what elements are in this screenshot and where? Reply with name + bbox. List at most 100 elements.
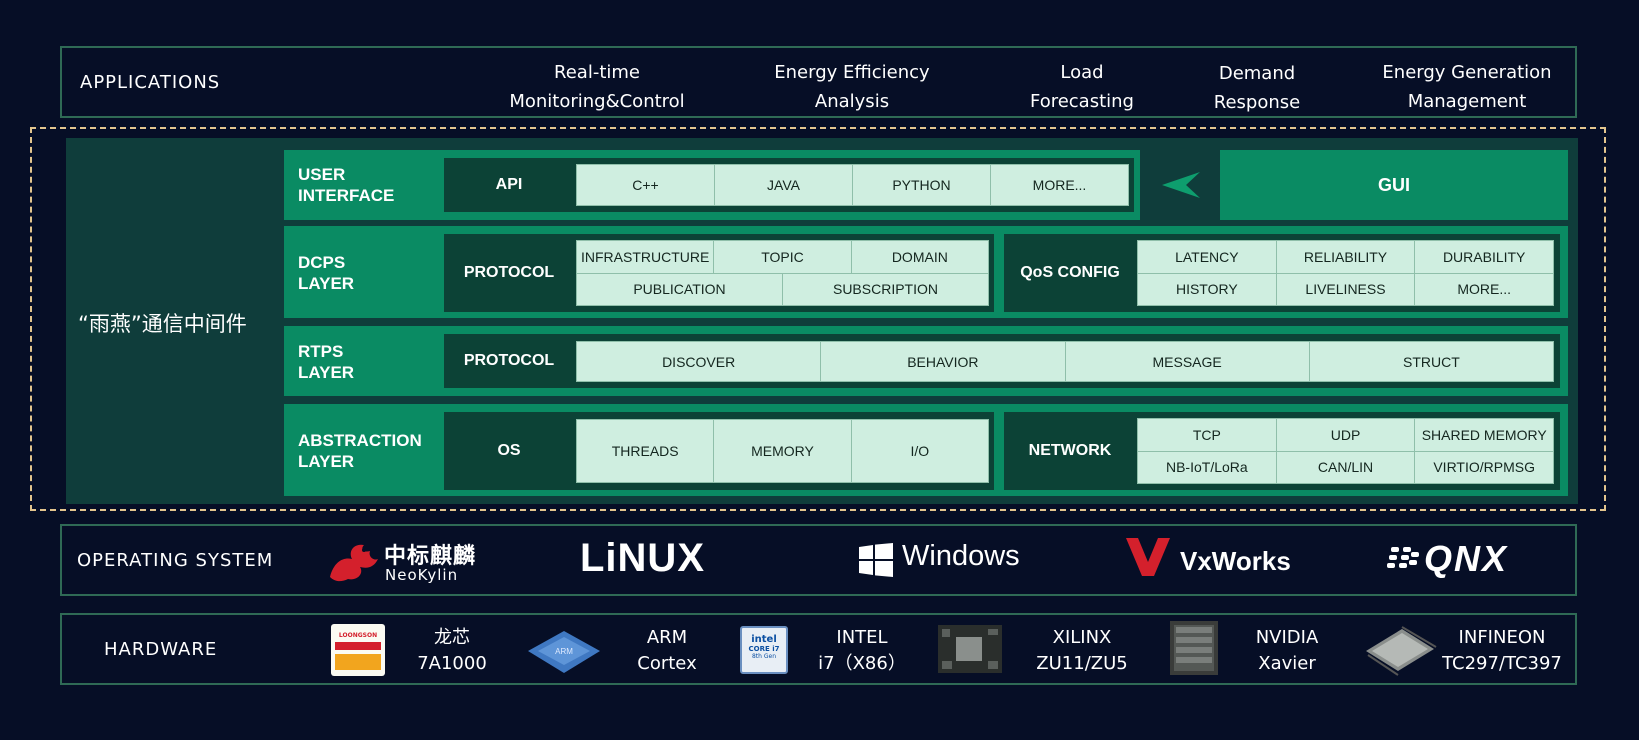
app-line: Load [1060,62,1104,83]
cell-publication: PUBLICATION [633,281,726,298]
dcps-protocol-cells: INFRASTRUCTURE TOPIC DOMAIN PUBLICATION … [576,240,989,306]
cell-history: HISTORY [1175,281,1238,298]
cell-message: MESSAGE [1064,342,1309,381]
os-label: OS [497,442,521,459]
cell-behavior: BEHAVIOR [820,342,1064,381]
gui-box: GUI [1220,150,1568,220]
app-line: Response [1213,92,1301,113]
applications-band: APPLICATIONS Real-time Monitoring&Contro… [60,46,1577,118]
label-line: RTPS [298,342,344,361]
hardware-intel: INTEL i7（X86） [792,625,932,677]
arm-chip-text: ARM [555,647,573,656]
hw-line: ARM [646,627,688,648]
label-line: ABSTRACTION [298,431,422,450]
hw-line: INFINEON [1458,627,1546,648]
hardware-label: HARDWARE [104,639,218,660]
cell-tcp: TCP [1192,426,1221,443]
app-realtime-monitoring: Real-time Monitoring&Control [432,58,762,116]
intel-chip-model: CORE i7 [748,645,780,653]
network-label: NETWORK [1028,442,1112,459]
linux-logo: LiNUX [580,536,705,580]
label-line: LAYER [298,363,355,382]
blackberry-logo-icon [1387,547,1419,568]
cell-threads: THREADS [611,443,679,459]
cell-row: THREADS MEMORY I/O [577,420,988,482]
qos-config-box: QoS CONFIG [1004,234,1136,312]
hw-line: 龙芯 [434,627,470,648]
qnx-logo-text: QNX [1424,538,1509,579]
app-line: Demand [1218,63,1296,84]
arm-chip-icon: ARM [528,631,600,673]
os-cells: THREADS MEMORY I/O [576,419,989,483]
cell-durability: DURABILITY [1414,241,1553,273]
api-box: API [444,158,574,212]
vxworks-logo-icon [1126,538,1170,576]
hw-line: INTEL [836,627,888,648]
dcps-protocol-label: PROTOCOL [463,264,555,281]
label-line: LAYER [298,452,355,471]
vxworks-logo-text: VxWorks [1180,546,1291,576]
hardware-nvidia: NVIDIA Xavier [1217,625,1357,677]
api-cell-python: PYTHON [852,165,990,205]
loongson-chip-icon: LOONGSON [331,624,385,676]
abstraction-label: ABSTRACTION LAYER [298,430,422,472]
loongson-chip-band [335,642,381,650]
app-line: Management [1407,91,1527,112]
rtps-cells: DISCOVER BEHAVIOR MESSAGE STRUCT [576,341,1554,382]
rtps-label: RTPS LAYER [298,341,354,383]
os-box: OS [444,412,574,490]
app-load-forecasting: Load Forecasting [962,58,1202,116]
neokylin-dragon-icon [330,544,378,582]
hw-line: Xavier [1258,653,1316,674]
neokylin-logo-cn: 中标麒麟 [384,544,477,569]
network-cells: TCP UDP SHARED MEMORY NB-IoT/LoRa CAN/LI… [1137,418,1554,484]
intel-chip-brand: intel [751,634,777,645]
cell-domain: DOMAIN [850,241,988,273]
app-energy-efficiency: Energy Efficiency Analysis [692,58,1012,116]
cell-latency: LATENCY [1175,248,1239,265]
cell-row: HISTORY LIVELINESS MORE... [1138,272,1553,305]
app-demand-response: Demand Response [1152,59,1362,117]
hw-line: XILINX [1052,627,1112,648]
cell-row: INFRASTRUCTURE TOPIC DOMAIN [577,241,988,273]
cell-discover: DISCOVER [662,353,736,370]
operating-system-label: OPERATING SYSTEM [77,550,274,571]
cell-io: I/O [850,420,988,482]
cell-topic: TOPIC [713,241,850,273]
xilinx-board-icon [938,625,1002,673]
api-cells: C++ JAVA PYTHON MORE... [576,164,1129,206]
applications-label: APPLICATIONS [80,72,221,93]
label-line: DCPS [298,253,346,272]
hardware-infineon: INFINEON TC297/TC397 [1432,625,1572,677]
operating-system-band: OPERATING SYSTEM 中标麒麟 NeoKylin LiNUX Win… [60,524,1577,596]
cell-subscription: SUBSCRIPTION [782,273,988,305]
app-line: Energy Generation [1382,62,1552,83]
cell-infrastructure: INFRASTRUCTURE [580,248,710,265]
cell-row: C++ JAVA PYTHON MORE... [577,165,1128,205]
api-cell-java: JAVA [714,165,852,205]
neokylin-logo-en: NeoKylin [385,566,459,584]
cell-row: PUBLICATION SUBSCRIPTION [577,272,988,305]
loongson-chip-text: LOONGSON [338,632,378,639]
arrow-left-icon [1162,172,1200,198]
cell-virtio-rpmsg: VIRTIO/RPMSG [1414,451,1553,483]
label-line: INTERFACE [298,186,395,205]
app-line: Analysis [814,91,890,112]
app-line: Monitoring&Control [509,91,685,112]
qos-cells: LATENCY RELIABILITY DURABILITY HISTORY L… [1137,240,1554,306]
label-line: USER [298,165,346,184]
cell-memory: MEMORY [713,420,850,482]
hw-line: Cortex [637,653,697,674]
cell-row: NB-IoT/LoRa CAN/LIN VIRTIO/RPMSG [1138,450,1553,483]
gui-label: GUI [1377,174,1410,195]
rtps-protocol-label: PROTOCOL [463,352,555,369]
hw-line: 7A1000 [417,653,487,674]
infineon-chip-icon [1366,626,1437,676]
rtps-protocol-box: PROTOCOL [444,334,574,388]
windows-logo-icon [859,543,893,577]
hardware-loongson: 龙芯 7A1000 [382,625,522,677]
nvidia-module-icon [1170,621,1218,675]
hw-line: ZU11/ZU5 [1036,653,1128,674]
hardware-xilinx: XILINX ZU11/ZU5 [1007,625,1157,677]
app-line: Energy Efficiency [774,62,930,83]
